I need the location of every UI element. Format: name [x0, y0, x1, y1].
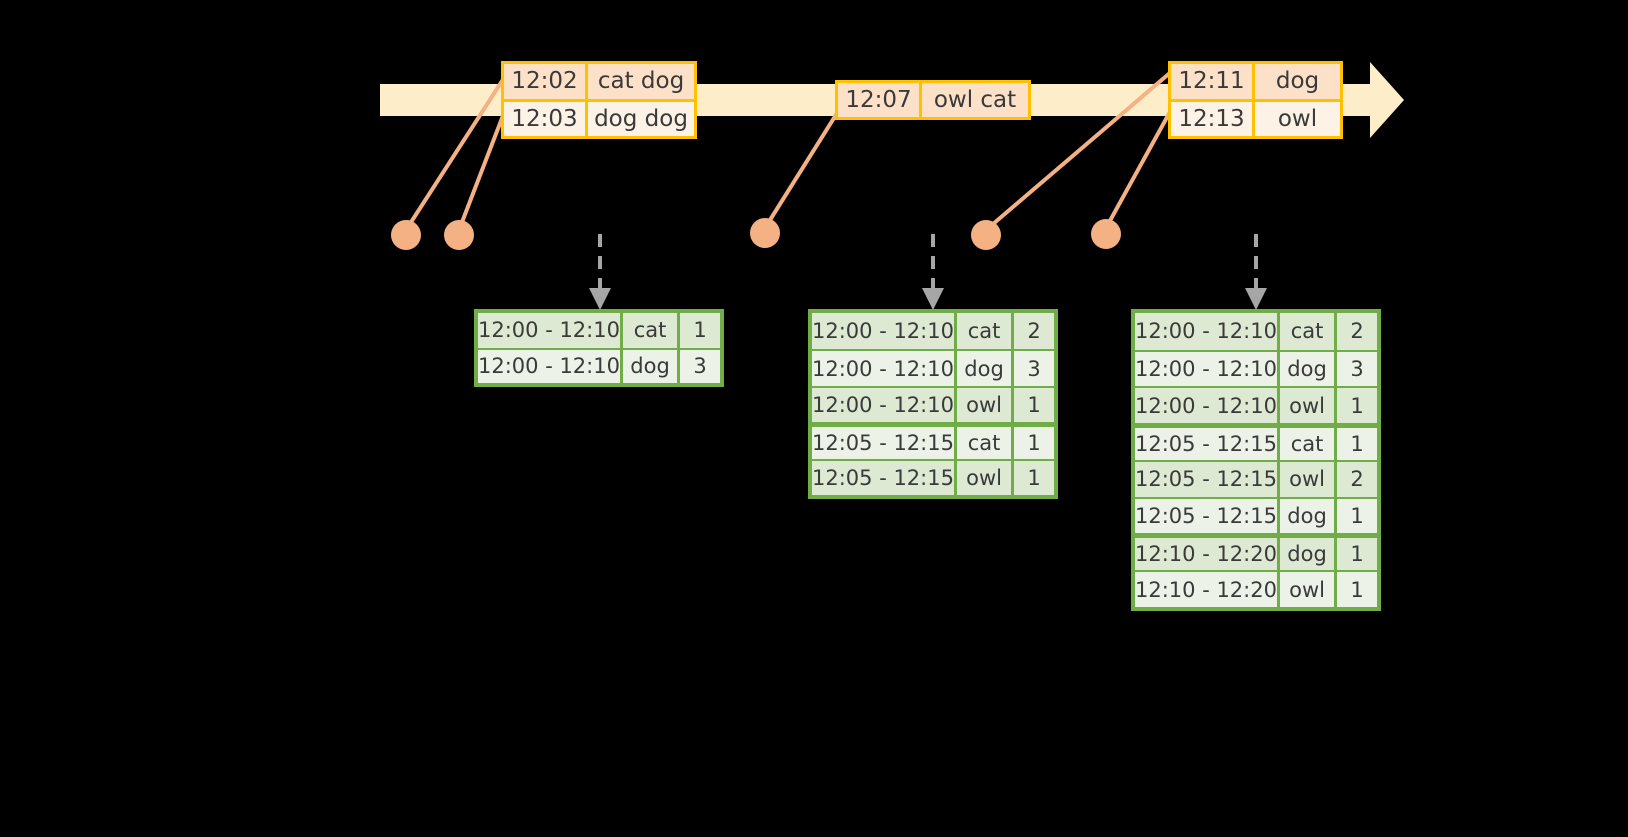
key-cell: cat	[1279, 428, 1338, 460]
window-cell: 12:05 - 12:15	[812, 427, 957, 459]
table-row: 12:00 - 12:10 cat 2	[812, 313, 1054, 350]
key-cell: owl	[1279, 572, 1338, 607]
connector-line-5	[1104, 109, 1173, 229]
event-words: dog	[1255, 64, 1340, 99]
event-time: 12:03	[504, 101, 588, 136]
event-row: 12:03 dog dog	[504, 98, 694, 136]
dashed-arrow-to-table-1	[589, 234, 611, 310]
result-table-3[interactable]: 12:00 - 12:10 cat 2 12:00 - 12:10 dog 3 …	[1131, 309, 1381, 611]
count-cell: 1	[1337, 498, 1377, 534]
window-cell: 12:00 - 12:10	[812, 387, 957, 423]
event-time: 12:07	[838, 83, 922, 117]
window-cell: 12:00 - 12:10	[478, 349, 623, 383]
table-row: 12:05 - 12:15 cat 1	[1135, 423, 1377, 460]
table-row: 12:00 - 12:10 owl 1	[1135, 386, 1377, 424]
key-cell: dog	[956, 351, 1015, 386]
connector-line-3	[763, 108, 841, 230]
key-cell: cat	[956, 427, 1015, 459]
event-words: owl	[1255, 101, 1340, 136]
window-cell: 12:05 - 12:15	[1135, 461, 1280, 497]
table-row: 12:00 - 12:10 cat 2	[1135, 313, 1377, 350]
event-dot-4	[971, 220, 1001, 250]
table-row: 12:05 - 12:15 dog 1	[1135, 496, 1377, 534]
table-row: 12:00 - 12:10 cat 1	[478, 313, 720, 348]
table-row: 12:00 - 12:10 dog 3	[1135, 349, 1377, 387]
event-row: 12:13 owl	[1171, 98, 1340, 136]
event-box-group-2[interactable]: 12:07 owl cat	[835, 80, 1031, 120]
event-row: 12:02 cat dog	[504, 64, 694, 99]
count-cell: 2	[1337, 461, 1377, 497]
count-cell: 3	[680, 349, 720, 383]
result-table-2[interactable]: 12:00 - 12:10 cat 2 12:00 - 12:10 dog 3 …	[808, 309, 1058, 499]
key-cell: owl	[956, 387, 1015, 423]
key-cell: owl	[1279, 461, 1338, 497]
table-row: 12:05 - 12:15 owl 1	[812, 458, 1054, 495]
key-cell: cat	[956, 313, 1015, 350]
event-dot-3	[750, 218, 780, 248]
key-cell: dog	[1279, 351, 1338, 387]
window-cell: 12:00 - 12:10	[478, 313, 623, 348]
window-cell: 12:00 - 12:10	[1135, 313, 1280, 350]
event-dot-2	[444, 220, 474, 250]
count-cell: 3	[1014, 351, 1054, 386]
event-time: 12:02	[504, 64, 588, 99]
count-cell: 3	[1337, 351, 1377, 387]
table-row: 12:00 - 12:10 dog 3	[478, 347, 720, 383]
window-cell: 12:05 - 12:15	[1135, 498, 1280, 534]
window-cell: 12:00 - 12:10	[812, 351, 957, 386]
count-cell: 2	[1014, 313, 1054, 350]
key-cell: dog	[622, 349, 681, 383]
key-cell: cat	[622, 313, 681, 348]
window-cell: 12:05 - 12:15	[1135, 428, 1280, 460]
event-dot-1	[391, 220, 421, 250]
count-cell: 1	[1337, 538, 1377, 571]
event-row: 12:07 owl cat	[838, 83, 1028, 117]
count-cell: 1	[1337, 388, 1377, 424]
event-time: 12:13	[1171, 101, 1255, 136]
table-row: 12:10 - 12:20 owl 1	[1135, 570, 1377, 607]
key-cell: cat	[1279, 313, 1338, 350]
event-time: 12:11	[1171, 64, 1255, 99]
dashed-arrow-to-table-3	[1245, 234, 1267, 310]
count-cell: 1	[1014, 387, 1054, 423]
count-cell: 1	[1337, 428, 1377, 460]
window-cell: 12:10 - 12:20	[1135, 572, 1280, 607]
table-row: 12:10 - 12:20 dog 1	[1135, 533, 1377, 571]
event-box-group-3[interactable]: 12:11 dog 12:13 owl	[1168, 61, 1343, 139]
dashed-arrow-to-table-2	[922, 234, 944, 310]
count-cell: 2	[1337, 313, 1377, 350]
window-cell: 12:00 - 12:10	[1135, 388, 1280, 424]
key-cell: owl	[1279, 388, 1338, 424]
table-row: 12:05 - 12:15 owl 2	[1135, 459, 1377, 497]
event-words: owl cat	[922, 83, 1028, 117]
count-cell: 1	[1014, 460, 1054, 495]
window-cell: 12:10 - 12:20	[1135, 538, 1280, 571]
key-cell: owl	[956, 460, 1015, 495]
event-words: dog dog	[588, 101, 694, 136]
event-words: cat dog	[588, 64, 694, 99]
result-table-1[interactable]: 12:00 - 12:10 cat 1 12:00 - 12:10 dog 3	[474, 309, 724, 387]
key-cell: dog	[1279, 498, 1338, 534]
window-cell: 12:00 - 12:10	[1135, 351, 1280, 387]
table-row: 12:00 - 12:10 owl 1	[812, 385, 1054, 423]
count-cell: 1	[1014, 427, 1054, 459]
count-cell: 1	[680, 313, 720, 348]
count-cell: 1	[1337, 572, 1377, 607]
window-cell: 12:05 - 12:15	[812, 460, 957, 495]
key-cell: dog	[1279, 538, 1338, 571]
window-cell: 12:00 - 12:10	[812, 313, 957, 350]
table-row: 12:00 - 12:10 dog 3	[812, 349, 1054, 386]
event-dot-5	[1091, 219, 1121, 249]
table-row: 12:05 - 12:15 cat 1	[812, 422, 1054, 459]
event-box-group-1[interactable]: 12:02 cat dog 12:03 dog dog	[501, 61, 697, 139]
event-row: 12:11 dog	[1171, 64, 1340, 99]
